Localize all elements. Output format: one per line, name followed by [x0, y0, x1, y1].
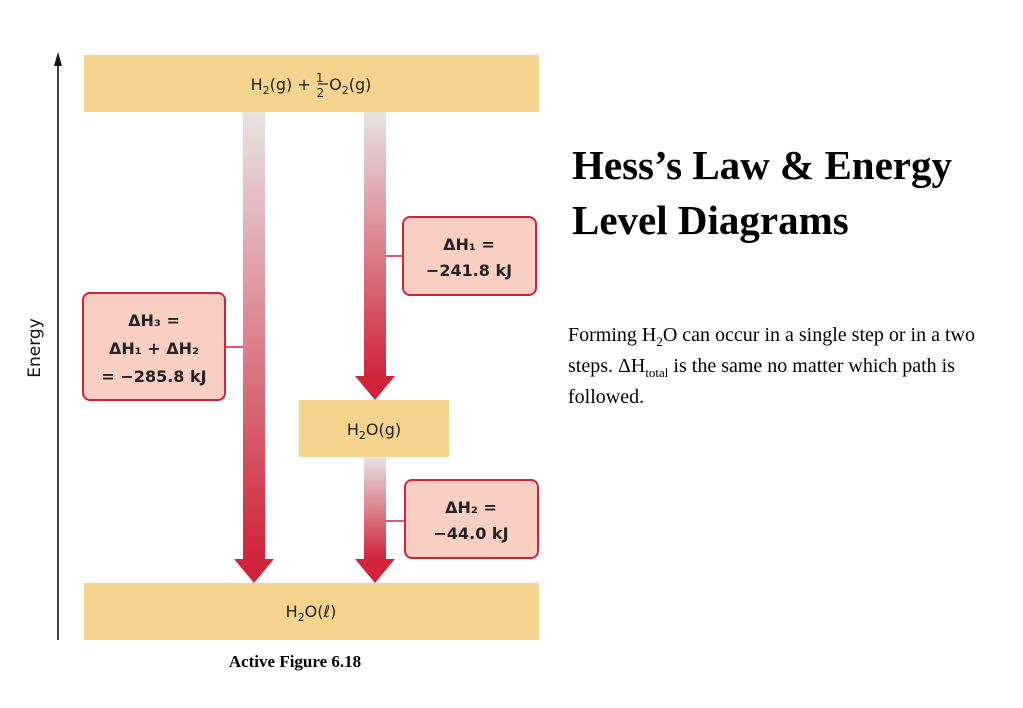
energy-axis-arrowhead	[54, 52, 62, 66]
box-dh1-line2: −241.8 kJ	[426, 261, 512, 280]
box-dh2-line2: −44.0 kJ	[433, 524, 508, 543]
arrow-step2	[355, 457, 395, 583]
figure-caption: Active Figure 6.18	[228, 652, 362, 671]
box-dh2-line1: ΔH₂ =	[445, 498, 497, 517]
arrow-total	[234, 112, 274, 583]
box-dh2: ΔH₂ = −44.0 kJ	[404, 479, 539, 559]
level-label-middle: H2O(g)	[347, 420, 401, 442]
title-line-2: Level Diagrams	[572, 197, 849, 243]
box-dh1-line1: ΔH₁ =	[443, 235, 495, 254]
energy-axis-label: Energy	[25, 318, 45, 378]
energy-level-diagram: Energy ΔH₁ = −241.8 kJ ΔH₂ = −44.0 kJ ΔH…	[25, 52, 539, 640]
level-bar-top	[84, 55, 539, 112]
arrow-step1	[355, 112, 395, 400]
level-bar-middle	[299, 400, 449, 457]
title-line-1: Hess’s Law & Energy	[572, 142, 952, 188]
box-dh3-line1: ΔH₃ =	[128, 311, 180, 330]
slide-description: Forming H2O can occur in a single step o…	[568, 324, 975, 408]
box-dh3-line3: = −285.8 kJ	[101, 367, 206, 386]
level-bar-bottom	[84, 583, 539, 640]
box-dh3-line2: ΔH₁ + ΔH₂	[109, 339, 199, 358]
level-label-bottom: H2O(ℓ)	[286, 602, 337, 624]
box-dh1: ΔH₁ = −241.8 kJ	[402, 216, 537, 296]
box-dh3: ΔH₃ = ΔH₁ + ΔH₂ = −285.8 kJ	[82, 292, 226, 401]
